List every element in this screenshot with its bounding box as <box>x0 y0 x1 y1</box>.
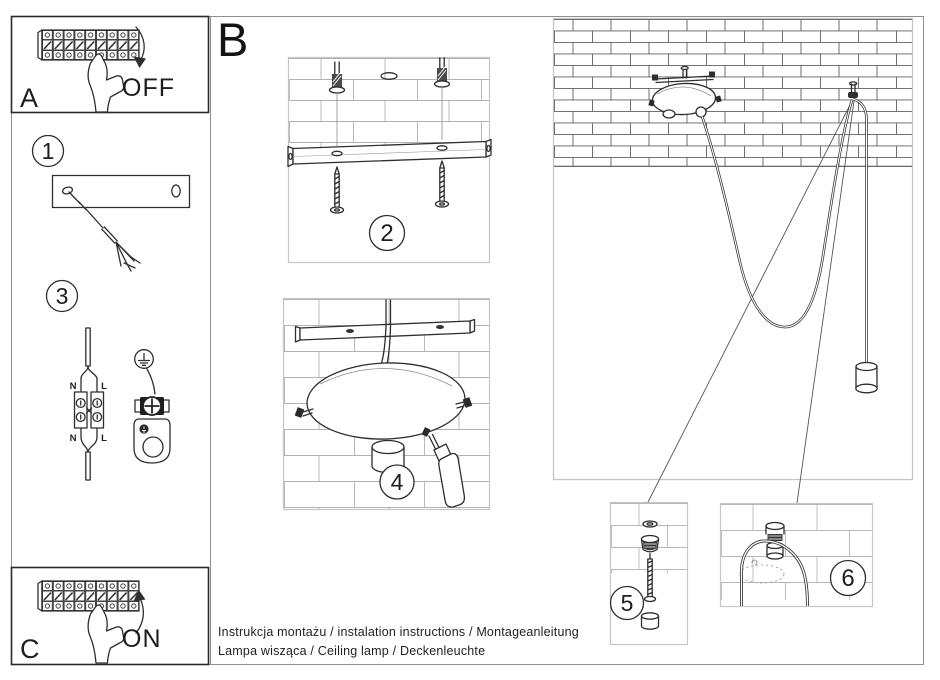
leader-line-to-5 <box>647 100 853 503</box>
step1-plate-drawing: 1 <box>31 134 191 272</box>
installed-hook <box>765 521 785 560</box>
hand-press-icon <box>87 53 125 113</box>
wall-anchor-icon <box>433 57 451 140</box>
mounting-bar-drawing <box>287 138 492 168</box>
hook-body <box>640 534 660 560</box>
step-number-1: 1 <box>31 134 65 168</box>
screw-icon <box>329 166 345 214</box>
arrow-down-icon <box>133 26 146 68</box>
wire-label-l-top: L <box>101 381 107 392</box>
step2-panel: 2 <box>287 56 492 264</box>
box-a-label: A <box>20 83 38 113</box>
ground-terminal-drawing <box>133 368 171 464</box>
main-illustration-section: 5 6 <box>552 17 914 646</box>
circuit-breaker-icon <box>37 29 140 61</box>
pendant-lamp-drawing <box>552 17 914 504</box>
screwdriver-icon <box>421 427 466 508</box>
steps-2-4-column: 2 <box>282 56 492 511</box>
mounting-plate <box>51 174 191 209</box>
step-number-3: 3 <box>45 279 79 313</box>
off-label: OFF <box>122 74 175 102</box>
brick-wall <box>554 19 912 166</box>
step-number-6: 6 <box>829 559 867 597</box>
plate-slot <box>171 184 181 198</box>
wall-anchor-icon <box>328 61 346 146</box>
cable-through-bar <box>380 299 392 367</box>
svg-text:1: 1 <box>42 138 55 164</box>
step-number-4: 4 <box>379 464 415 500</box>
canopy-drawing <box>294 362 473 474</box>
footer-line-2: Lampa wisząca / Ceiling lamp / Deckenleu… <box>218 644 486 658</box>
box-a-breaker-off: A OFF <box>10 15 210 114</box>
hand-press-icon <box>87 604 125 664</box>
ceiling-hook-drawing <box>848 81 858 98</box>
leader-line-to-6 <box>796 100 855 504</box>
wire-label-n-top: N <box>70 381 77 392</box>
power-cable-drawing <box>68 191 141 272</box>
on-label: ON <box>122 625 162 653</box>
outer-frame <box>11 16 924 665</box>
svg-text:6: 6 <box>841 565 854 592</box>
ground-symbol-icon <box>134 349 154 369</box>
lamp-socket-drawing <box>855 361 878 394</box>
washer <box>642 520 658 528</box>
wire-label-n-bottom: N <box>70 433 77 444</box>
brick-wall <box>289 58 489 150</box>
ceiling-bracket-drawing <box>652 65 715 84</box>
arrow-up-icon <box>133 589 146 634</box>
column-divider <box>209 16 211 665</box>
footer-caption: Instrukcja montażu / instalation instruc… <box>218 623 579 661</box>
screw-icon <box>434 160 450 208</box>
box-c-label: C <box>20 634 40 664</box>
hook-kit-drawing: 5 <box>609 501 689 646</box>
plate-hole <box>61 186 74 195</box>
hook-cap <box>640 612 660 630</box>
ceiling-hole <box>380 72 398 80</box>
canopy-drawing <box>648 82 722 119</box>
box-c-breaker-on: C ON <box>10 566 210 666</box>
section-b-label: B <box>217 13 249 66</box>
circuit-breaker-icon <box>37 580 140 612</box>
step4-panel: 4 <box>282 297 491 511</box>
step-number-5: 5 <box>609 585 645 621</box>
footer-line-1: Instrukcja montażu / instalation instruc… <box>218 625 579 639</box>
svg-text:4: 4 <box>391 469 404 495</box>
svg-text:2: 2 <box>380 220 393 247</box>
wire-label-l-bottom: L <box>101 433 107 444</box>
step-number-2: 2 <box>368 214 406 252</box>
hook-screw <box>643 558 657 603</box>
terminal-block-drawing: N L N L <box>70 327 107 481</box>
step3-wiring-drawing: 3 N L N L <box>45 279 171 481</box>
mounting-bar-drawing <box>294 318 476 343</box>
svg-text:5: 5 <box>621 590 634 616</box>
cable-on-hook-drawing: 6 <box>719 502 874 608</box>
svg-text:3: 3 <box>56 283 69 309</box>
